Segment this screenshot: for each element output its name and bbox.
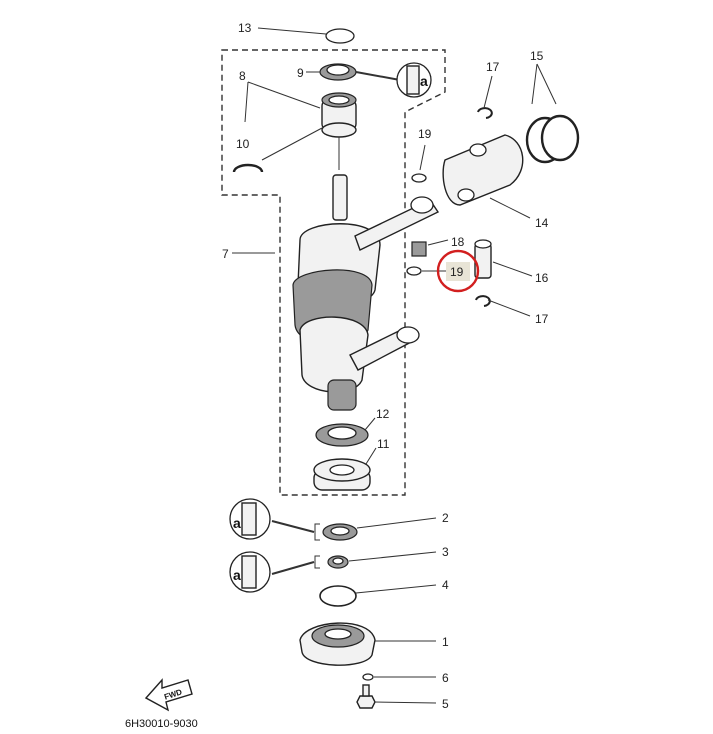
callout-13[interactable]: 13 [238, 21, 252, 35]
svg-text:a: a [233, 567, 241, 583]
part-1-bearing-housing[interactable] [299, 622, 376, 666]
crankshaft[interactable] [292, 174, 440, 411]
part-4-o-ring[interactable] [319, 585, 357, 607]
part-12-oil-seal[interactable] [315, 423, 369, 447]
diagram-code: 6H30010-9030 [125, 718, 198, 730]
part-17-piston-pin-clip-lower[interactable] [475, 295, 491, 307]
part-14-piston[interactable] [442, 134, 524, 206]
grease-icon-2: a [229, 498, 271, 540]
callout-10[interactable]: 10 [236, 137, 250, 151]
svg-text:a: a [233, 515, 241, 531]
part-13-o-ring[interactable] [325, 28, 355, 44]
callout-11[interactable]: 11 [377, 437, 390, 451]
part-6-washer[interactable] [362, 673, 374, 681]
callout-15[interactable]: 15 [530, 49, 544, 63]
callout-1[interactable]: 1 [442, 635, 449, 649]
callout-17-upper[interactable]: 17 [486, 60, 500, 74]
part-10-circlip[interactable] [232, 163, 264, 173]
callout-8[interactable]: 8 [239, 69, 246, 83]
callout-2[interactable]: 2 [442, 511, 449, 525]
part-19-washer-upper[interactable] [411, 173, 427, 183]
callout-16[interactable]: 16 [535, 271, 549, 285]
callout-19-upper[interactable]: 19 [418, 127, 432, 141]
callout-5[interactable]: 5 [442, 697, 449, 711]
callout-7[interactable]: 7 [222, 247, 229, 261]
part-18-needle-bearing[interactable] [411, 241, 427, 257]
part-15-piston-rings[interactable] [525, 114, 580, 164]
callout-12[interactable]: 12 [376, 407, 390, 421]
callout-18[interactable]: 18 [451, 235, 465, 249]
grease-icon-3: a [229, 551, 271, 593]
forward-arrow-icon: FWD [144, 678, 193, 712]
part-3-oil-seal[interactable] [327, 555, 349, 569]
part-8-needle-bearing[interactable] [321, 92, 357, 170]
part-17-piston-pin-clip[interactable] [477, 107, 493, 119]
highlight-circle [436, 249, 480, 293]
grease-icon: a [396, 62, 432, 98]
part-2-oil-seal[interactable] [322, 523, 358, 541]
callout-19-lower[interactable]: 19 [450, 265, 464, 279]
callout-14[interactable]: 14 [535, 216, 549, 230]
part-11-ball-bearing[interactable] [313, 458, 371, 491]
callout-4[interactable]: 4 [442, 578, 449, 592]
callout-9[interactable]: 9 [297, 66, 304, 80]
part-19-washer-lower[interactable] [406, 266, 422, 276]
part-5-bolt[interactable] [356, 684, 376, 709]
callout-3[interactable]: 3 [442, 545, 449, 559]
callout-17-lower[interactable]: 17 [535, 312, 549, 326]
svg-text:a: a [420, 73, 428, 89]
highlight-label-box [446, 262, 470, 281]
callout-6[interactable]: 6 [442, 671, 449, 685]
part-9-oil-seal[interactable] [319, 63, 357, 81]
assembly-group-outline [221, 49, 446, 496]
